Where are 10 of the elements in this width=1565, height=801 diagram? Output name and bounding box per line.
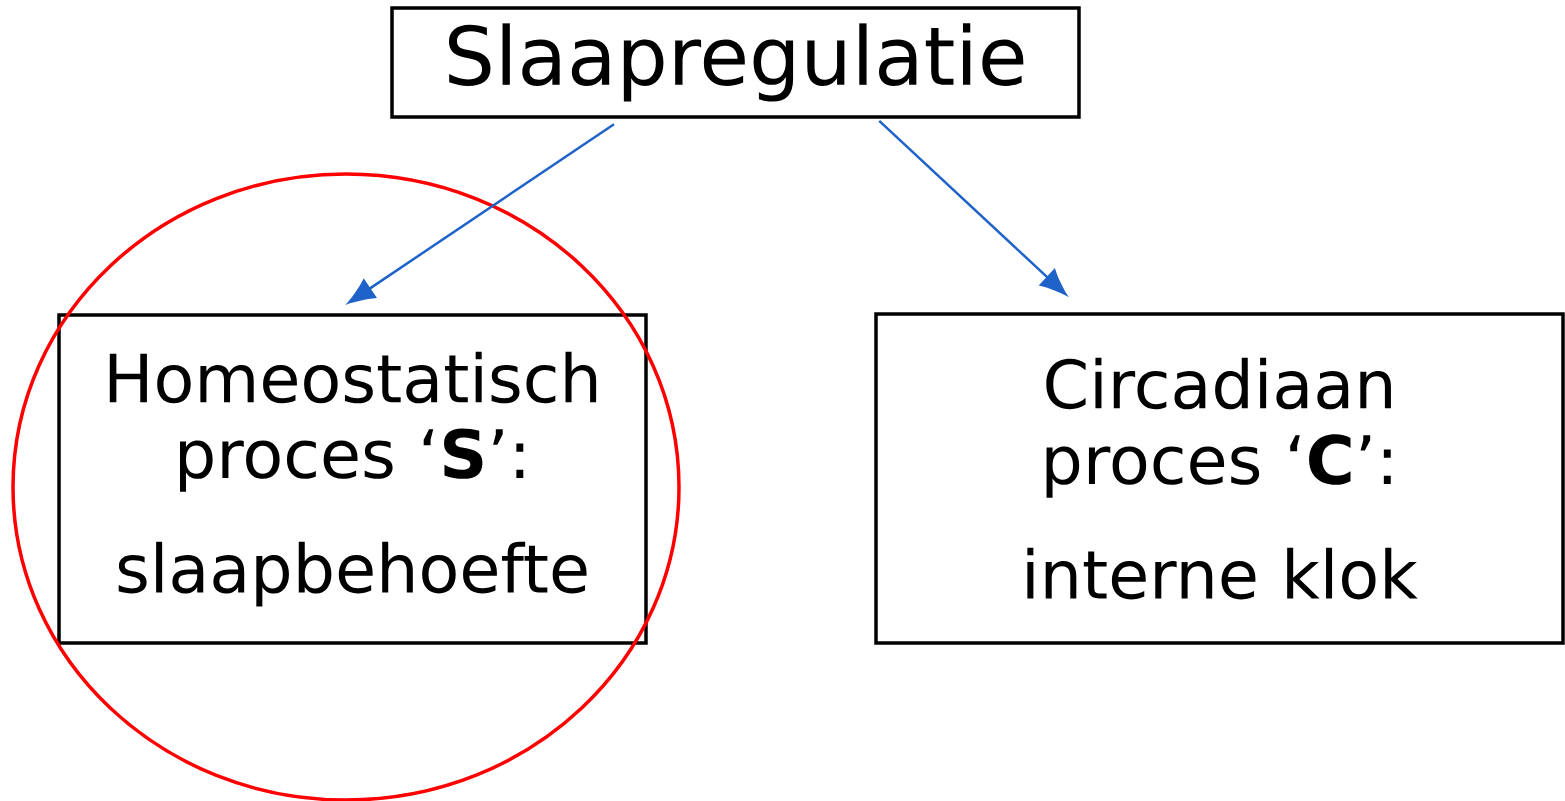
process-box <box>874 312 1565 645</box>
node-label: interne klok <box>1027 547 1418 600</box>
arrow <box>348 123 615 304</box>
process-box <box>57 313 648 645</box>
node-label: Homeostatisch proces ‘S’: <box>109 351 597 492</box>
node-label: Slaapregulatie <box>448 23 1024 102</box>
node-label: Circadiaan proces ‘C’: <box>1046 357 1391 498</box>
node-label: slaapbehoefte <box>118 541 587 607</box>
title-box <box>390 6 1081 119</box>
arrow <box>878 119 1067 296</box>
